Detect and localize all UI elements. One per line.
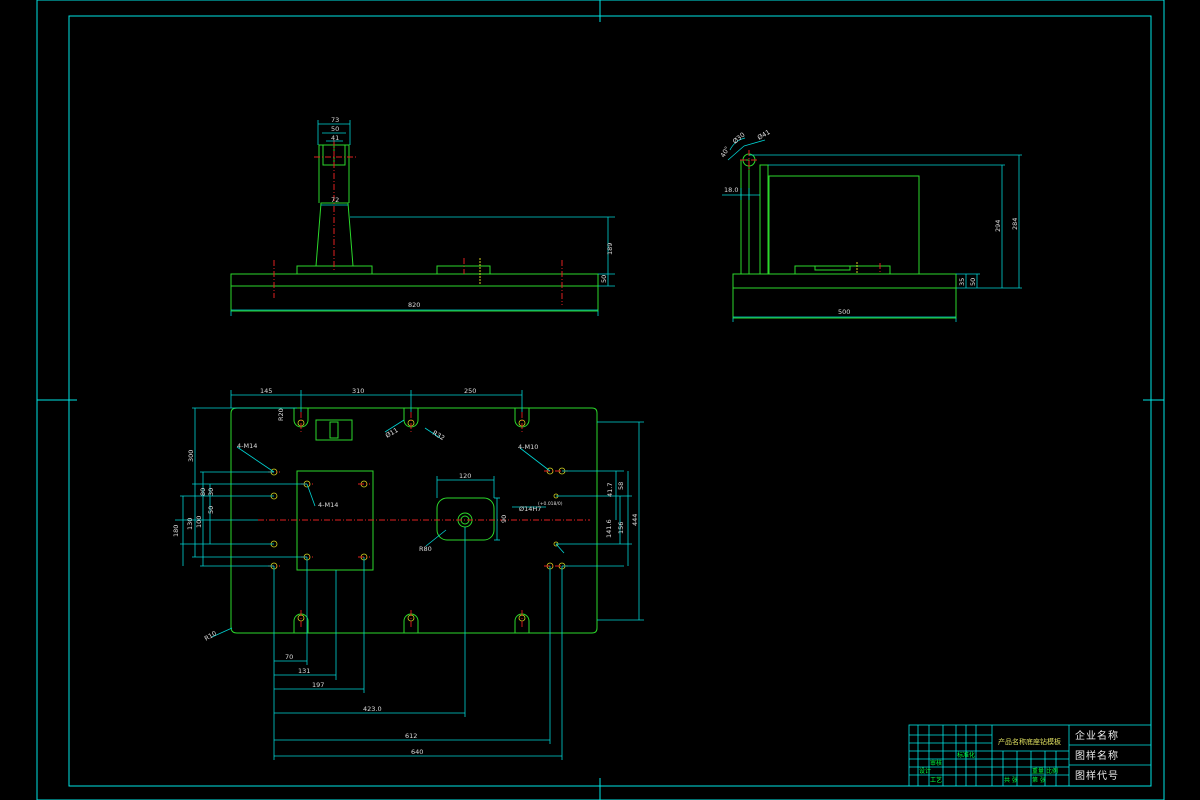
tb-cell-weight: 重量 — [1032, 767, 1044, 775]
tb-cell-review: 审核 — [930, 759, 942, 767]
side-dim-d41: Ø41 — [756, 128, 772, 142]
plan-dim-r20: R20 — [277, 408, 285, 421]
plan-dim-90: 90 — [500, 515, 508, 523]
product-name: 产品名称底座钻模板 — [998, 737, 1061, 746]
plan-dim-fit: Ø14H7 — [519, 505, 541, 513]
plan-dim-141-6: 141.6 — [605, 519, 613, 538]
side-dim-294: 294 — [994, 220, 1002, 232]
side-dim-angle: 40° — [719, 145, 732, 159]
plan-dim-d11: Ø11 — [384, 426, 400, 440]
tb-cell-scale: 比例 — [1046, 767, 1058, 775]
plan-dim-250: 250 — [464, 387, 476, 395]
drawing-name: 图样名称 — [1075, 749, 1119, 762]
plan-dim-423: 423.0 — [363, 705, 382, 713]
side-dim-35: 35 — [958, 278, 966, 286]
plan-dim-640: 640 — [411, 748, 423, 756]
plan-dim-30: 30 — [207, 488, 215, 496]
tb-cell-standard: 标准化 — [957, 751, 975, 759]
plan-dim-612: 612 — [405, 732, 417, 740]
plan-dim-130: 130 — [186, 518, 194, 530]
sheet-border — [36, 0, 1165, 800]
plan-dim-145: 145 — [260, 387, 272, 395]
plan-dim-100: 100 — [195, 516, 203, 528]
front-dim-189: 189 — [606, 243, 614, 255]
plan-label-m10: 4-M10 — [518, 443, 538, 451]
plan-view: 145 310 250 R20 Ø11 R32 4-M14 4-M14 4-M1… — [172, 387, 644, 760]
tb-cell-sheets: 共 张 — [1004, 776, 1018, 784]
plan-dim-197: 197 — [312, 681, 324, 689]
plan-dim-131: 131 — [298, 667, 310, 675]
front-dim-41: 41 — [331, 134, 339, 142]
plan-dim-120: 120 — [459, 472, 471, 480]
plan-dim-310: 310 — [352, 387, 364, 395]
side-dim-500: 500 — [838, 308, 850, 316]
plan-dim-50: 50 — [207, 506, 215, 514]
tb-cell-design: 设计 — [919, 767, 931, 775]
plan-dim-70: 70 — [285, 653, 293, 661]
side-view: Ø30 Ø41 40° 18.0 294 284 35 50 500 — [719, 128, 1022, 322]
side-dim-284: 284 — [1011, 218, 1019, 230]
title-block: 产品名称底座钻模板 企业名称 图样名称 图样代号 设计 审核 工艺 标准化 比例… — [908, 724, 1152, 787]
plan-dim-r10: R10 — [203, 629, 218, 642]
plan-dim-41-7: 41.7 — [606, 483, 614, 497]
plan-label-m14-a: 4-M14 — [237, 442, 257, 450]
company-name: 企业名称 — [1075, 729, 1119, 742]
side-dim-50: 50 — [969, 278, 977, 286]
plan-label-m14-b: 4-M14 — [318, 501, 338, 509]
front-dim-73: 73 — [331, 116, 339, 124]
front-dim-72: 72 — [331, 196, 339, 204]
front-dim-50-base: 50 — [600, 275, 608, 283]
side-dim-18: 18.0 — [724, 186, 738, 194]
front-view: 73 50 41 72 189 50 820 — [230, 116, 615, 316]
plan-dim-300: 300 — [187, 450, 195, 462]
side-dim-d30: Ø30 — [731, 131, 746, 146]
drawing-code: 图样代号 — [1075, 769, 1119, 782]
plan-dim-r32: R32 — [431, 429, 446, 442]
plan-dim-fit-tol: (+0.018/0) — [538, 501, 563, 507]
plan-dim-r80: R80 — [419, 545, 432, 553]
tb-cell-sheet-no: 第 张 — [1032, 776, 1046, 784]
tb-cell-process: 工艺 — [930, 776, 942, 784]
plan-dim-180: 180 — [172, 525, 180, 537]
front-dim-50: 50 — [331, 125, 339, 133]
plan-dim-444: 444 — [631, 514, 639, 526]
plan-dim-58: 58 — [617, 482, 625, 490]
plan-dim-80: 80 — [199, 488, 207, 496]
front-dim-820: 820 — [408, 301, 420, 309]
plan-dim-156: 156 — [617, 522, 625, 534]
